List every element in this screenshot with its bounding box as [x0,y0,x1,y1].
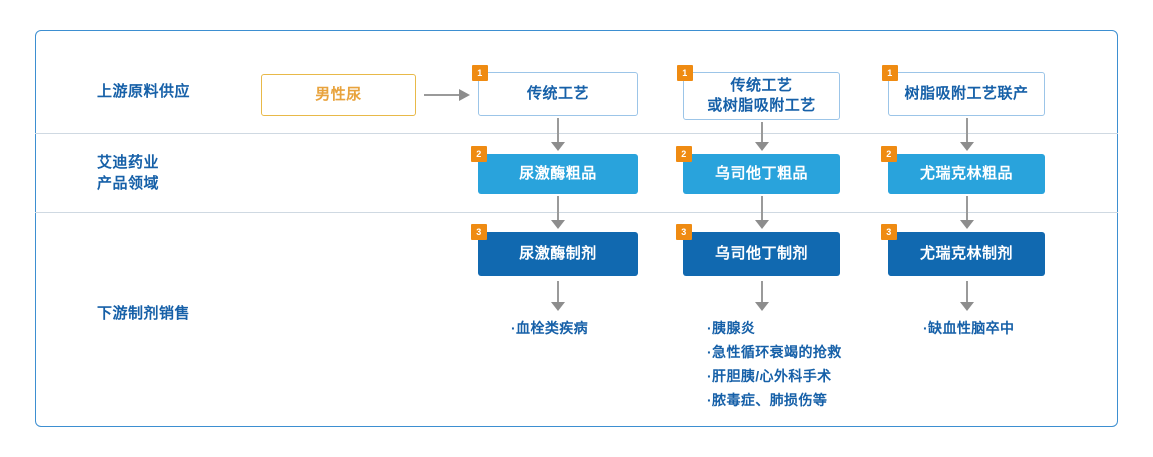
band-divider-upstream-midstream [35,133,1118,134]
node-crude-label-col2: 尤瑞克林粗品 [919,165,1013,182]
node-formulation-col1[interactable]: 3 乌司他丁制剂 [676,224,840,276]
arrow-crude-to-formulation-col1 [755,196,769,229]
arrow-process-to-crude-col2 [960,118,974,151]
band-divider-midstream-downstream [35,212,1118,213]
indication-item: ·急性循环衰竭的抢救 [707,344,842,360]
step-badge-1-col0: 1 [472,65,488,81]
node-process-col2[interactable]: 1 树脂吸附工艺联产 [882,65,1045,116]
indication-item: ·血栓类疾病 [511,320,589,336]
band-label-downstream: 下游制剂销售 [97,305,191,322]
node-crude-label-col0: 尿激酶粗品 [519,165,597,182]
node-crude-col1[interactable]: 2 乌司他丁粗品 [676,146,840,194]
node-process-col1[interactable]: 1 传统工艺 或树脂吸附工艺 [677,65,840,120]
node-formulation-label-col2: 尤瑞克林制剂 [919,245,1013,262]
arrow-crude-to-formulation-col0 [551,196,565,229]
step-badge-3-col0: 3 [471,224,487,240]
band-label-upstream: 上游原料供应 [97,83,191,100]
step-badge-1-col2: 1 [882,65,898,81]
step-badge-3-col1: 3 [676,224,692,240]
step-badge-2-col0: 2 [471,146,487,162]
indication-item: ·胰腺炎 [707,320,756,336]
indication-item: ·缺血性脑卒中 [923,320,1015,336]
node-process-label-col1: 传统工艺 或树脂吸附工艺 [707,77,816,114]
step-badge-2-col1: 2 [676,146,692,162]
step-badge-3-col2: 3 [881,224,897,240]
node-crude-col2[interactable]: 2 尤瑞克林粗品 [881,146,1045,194]
indication-item: ·肝胆胰/心外科手术 [707,368,832,384]
arrow-formulation-to-indications-col0 [551,281,565,311]
node-formulation-col2[interactable]: 3 尤瑞克林制剂 [881,224,1045,276]
arrow-formulation-to-indications-col1 [755,281,769,311]
node-formulation-col0[interactable]: 3 尿激酶制剂 [471,224,638,276]
node-formulation-label-col1: 乌司他丁制剂 [714,245,808,262]
arrow-process-to-crude-col1 [755,122,769,151]
arrow-source-to-process [424,89,470,101]
arrow-process-to-crude-col0 [551,118,565,151]
node-source-label: 男性尿 [315,86,362,103]
band-label-midstream: 艾迪药业 产品领域 [97,154,160,192]
node-process-label-col2: 树脂吸附工艺联产 [904,85,1029,102]
arrow-formulation-to-indications-col2 [960,281,974,311]
arrow-crude-to-formulation-col2 [960,196,974,229]
indication-list-col1: ·胰腺炎 ·急性循环衰竭的抢救 ·肝胆胰/心外科手术 ·脓毒症、肺损伤等 [707,316,842,412]
step-badge-1-col1: 1 [677,65,693,81]
node-formulation-label-col0: 尿激酶制剂 [519,245,597,262]
indication-item: ·脓毒症、肺损伤等 [707,392,828,408]
node-process-label-col0: 传统工艺 [526,85,589,102]
node-source-male-urine[interactable]: 男性尿 [261,74,416,116]
indication-list-col2: ·缺血性脑卒中 [923,316,1014,340]
node-process-col0[interactable]: 1 传统工艺 [472,65,638,116]
node-crude-label-col1: 乌司他丁粗品 [714,165,808,182]
step-badge-2-col2: 2 [881,146,897,162]
node-crude-col0[interactable]: 2 尿激酶粗品 [471,146,638,194]
indication-list-col0: ·血栓类疾病 [511,316,588,340]
